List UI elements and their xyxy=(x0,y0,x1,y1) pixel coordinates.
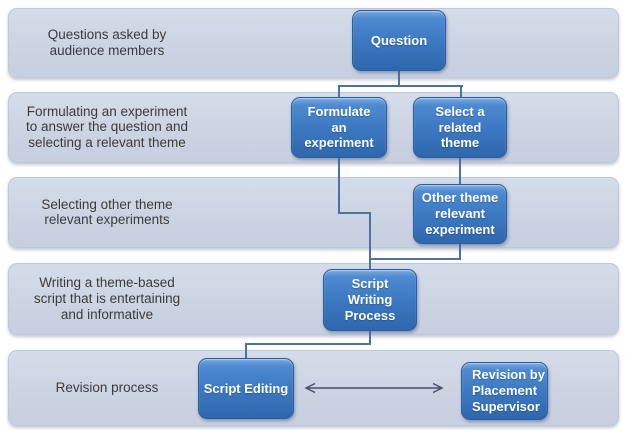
band-script-writing: Writing a theme-based script that is ent… xyxy=(8,263,619,335)
band-label-audience-questions: Questions asked by audience members xyxy=(47,27,167,58)
bidirectional-arrow-icon xyxy=(304,382,444,394)
band-label-other-experiments: Selecting other theme relevant experimen… xyxy=(41,196,173,228)
connector-question-split xyxy=(338,85,463,87)
connector-other-elbow xyxy=(369,258,461,260)
band-label-script-writing: Writing a theme-based script that is ent… xyxy=(33,275,181,322)
connector-other-down xyxy=(459,244,461,260)
node-script-writing-process: Script Writing Process xyxy=(323,269,417,331)
band-audience-questions: Questions asked by audience members xyxy=(8,8,619,78)
connector-to-formulate xyxy=(338,85,340,98)
node-formulate-experiment: Formulate an experiment xyxy=(291,97,387,158)
connector-to-select-theme xyxy=(460,85,462,98)
band-label-formulating-experiment: Formulating an experiment to answer the … xyxy=(25,103,189,151)
band-label-revision-process: Revision process xyxy=(55,380,159,396)
node-script-editing: Script Editing xyxy=(198,358,294,419)
band-other-experiments: Selecting other theme relevant experimen… xyxy=(8,177,619,248)
connector-formulate-elbow xyxy=(338,212,371,214)
connector-question-down xyxy=(398,71,400,87)
connector-merge-to-script xyxy=(369,212,371,270)
node-select-related-theme: Select a related theme xyxy=(413,97,507,158)
node-other-theme-experiment: Other theme relevant experiment xyxy=(413,184,507,244)
connector-to-editing xyxy=(245,343,247,359)
connector-script-down xyxy=(369,331,371,345)
node-revision-by-supervisor: Revision by Placement Supervisor xyxy=(461,362,548,420)
connector-script-elbow xyxy=(245,343,371,345)
node-question: Question xyxy=(352,10,446,71)
connector-select-to-other xyxy=(459,158,461,185)
connector-formulate-down xyxy=(338,158,340,214)
